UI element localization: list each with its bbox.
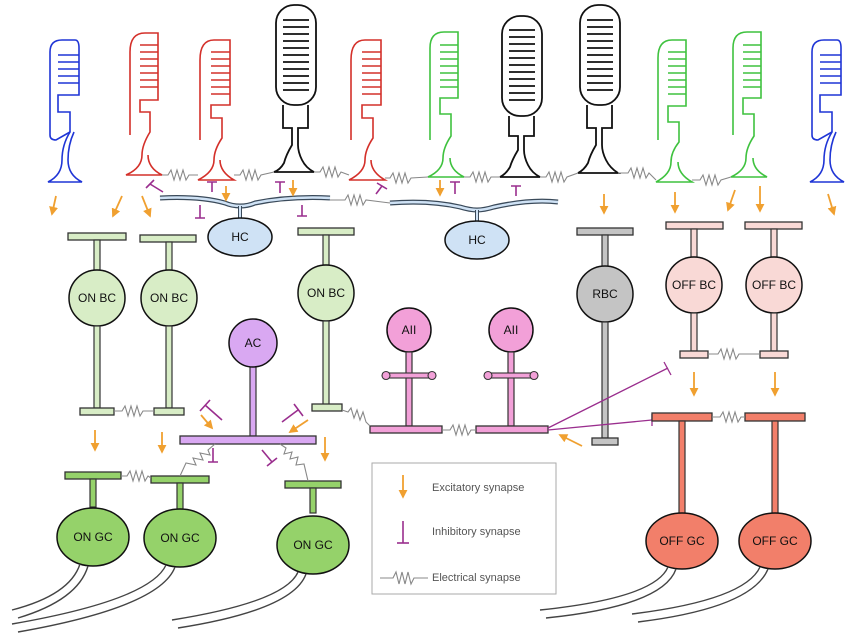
on-gc-gap-junction [121,469,152,483]
hc-inhibitory-synapses [145,179,521,219]
aii-2-label: AII [504,323,519,337]
on-ganglion-cell-2: ON GC [11,475,217,633]
hc-1-soma [207,217,273,257]
ac-soma [228,318,278,368]
ac-label: AC [245,336,262,350]
off-bc-1-label: OFF BC [672,278,716,292]
on-bc-1-label: ON BC [78,291,116,305]
green-cone-1 [427,31,465,178]
aii-amacrine-cell-2: AII [475,307,549,434]
on-bc-3-label: ON BC [307,286,345,300]
hc-2-label: HC [468,233,486,247]
on-gc-1-soma [56,507,130,567]
on-bc3-aii-gap-junction [341,406,371,427]
blue-cone-2 [809,39,845,183]
aii-gap-junction [442,423,476,437]
off-ganglion-cell-2: OFF GC [631,412,812,623]
ac-gc-gap-junction-1 [179,443,216,477]
horizontal-cell-2: HC [389,198,559,260]
aii-1-label: AII [402,323,417,337]
ac-inhibitory-synapses [199,399,304,467]
legend-inhibitory-label: Inhibitory synapse [432,526,521,538]
electrical-legend-icon [380,570,428,586]
on-gc-3-label: ON GC [293,538,333,552]
legend: Excitatory synapse Inhibitory synapse El… [371,462,557,595]
red-cone-2 [197,39,238,181]
on-ganglion-cell-1: ON GC [11,471,130,619]
legend-electrical-label: Electrical synapse [432,572,521,584]
off-gc-gap-junction [712,410,745,424]
legend-excitatory-label: Excitatory synapse [432,482,524,494]
red-cone-1 [125,32,163,176]
rod-2 [499,15,543,178]
rbc-label: RBC [592,287,618,301]
rod-3 [577,4,622,174]
excitatory-synapses [49,180,837,462]
on-bc-gap-junction [114,404,154,418]
green-cone-2 [655,39,696,183]
blue-cone-1 [47,39,83,183]
ac-gc-gap-junction-2 [279,443,309,482]
on-ganglion-cell-3: ON GC [171,480,350,629]
red-cone-3 [348,39,389,181]
hc-2-soma [444,220,510,260]
off-bc-2-label: OFF BC [752,278,796,292]
hc-1-label: HC [231,230,249,244]
off-bc-gap-junction [708,347,760,361]
amacrine-cell: AC [179,318,317,445]
on-bc-2-label: ON BC [150,291,188,305]
on-bipolar-cell-2: ON BC [139,234,198,416]
off-gc-1-label: OFF GC [659,534,705,548]
horizontal-cell-1: HC [159,195,331,257]
inhibitory-legend-icon [397,521,409,544]
green-cone-3 [730,31,768,178]
rod-1 [273,4,317,173]
off-gc-2-soma [738,512,812,570]
off-bipolar-cell-1: OFF BC [665,221,724,359]
off-gc-1-soma [645,512,719,570]
photoreceptor-gap-junctions [162,165,732,187]
on-gc-2-soma [143,508,217,568]
on-gc-2-label: ON GC [160,531,200,545]
off-ganglion-cell-1: OFF GC [539,412,719,619]
rod-bipolar-cell: RBC [576,227,634,446]
off-gc-2-label: OFF GC [752,534,798,548]
hc-gap-junction [330,193,391,207]
on-gc-3-soma [276,515,350,575]
off-bipolar-cell-2: OFF BC [744,221,803,359]
on-gc-1-label: ON GC [73,530,113,544]
aii-amacrine-cell-1: AII [369,307,443,434]
on-bipolar-cell-1: ON BC [67,232,127,416]
on-bipolar-cell-3: ON BC [297,227,355,412]
